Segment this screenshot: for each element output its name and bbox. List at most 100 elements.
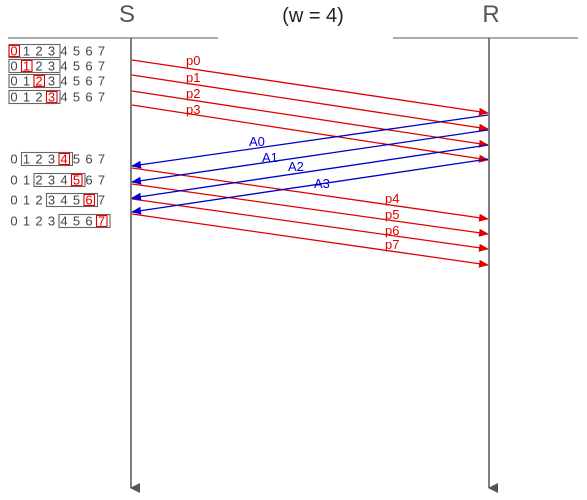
sequence-digit: 6 bbox=[85, 173, 92, 188]
sequence-digit: 2 bbox=[35, 59, 42, 74]
sequence-digit: 1 bbox=[23, 44, 30, 59]
sequence-digit: 2 bbox=[35, 193, 42, 208]
sequence-digit: 7 bbox=[98, 214, 105, 229]
sequence-digit: 6 bbox=[85, 90, 92, 105]
sequence-digit: 1 bbox=[23, 193, 30, 208]
sequence-digit: 3 bbox=[48, 214, 55, 229]
sequence-digit: 1 bbox=[23, 90, 30, 105]
sequence-digit: 5 bbox=[73, 214, 80, 229]
sequence-digit: 4 bbox=[60, 59, 67, 74]
sequence-digit: 7 bbox=[98, 74, 105, 89]
sequence-digit: 6 bbox=[85, 59, 92, 74]
sequence-digit: 3 bbox=[48, 173, 55, 188]
sequence-digit: 6 bbox=[85, 44, 92, 59]
sequence-digit: 6 bbox=[85, 152, 92, 167]
data-packet-label: p2 bbox=[186, 86, 200, 101]
sequence-digit: 1 bbox=[23, 152, 30, 167]
window-box bbox=[8, 89, 61, 105]
window-box bbox=[33, 172, 86, 188]
sequence-digit: 4 bbox=[60, 152, 67, 167]
window-size-label: (w = 4) bbox=[282, 5, 344, 27]
ack-label: A2 bbox=[288, 159, 304, 174]
sequence-digit: 5 bbox=[73, 173, 80, 188]
ack-arrow bbox=[131, 114, 489, 169]
data-packet-label: p0 bbox=[186, 53, 200, 68]
data-packet-arrow bbox=[131, 183, 489, 237]
ack-label: A0 bbox=[249, 134, 265, 149]
sequence-digit: 3 bbox=[48, 193, 55, 208]
data-packet-arrow bbox=[131, 74, 489, 132]
sequence-digit: 0 bbox=[10, 152, 17, 167]
sequence-digit: 0 bbox=[10, 193, 17, 208]
sequence-digit: 3 bbox=[48, 90, 55, 105]
sequence-digit: 4 bbox=[60, 173, 67, 188]
sequence-digit: 1 bbox=[23, 214, 30, 229]
sequence-digit: 1 bbox=[23, 74, 30, 89]
data-packet-arrow bbox=[131, 167, 489, 222]
sequence-digit: 5 bbox=[73, 74, 80, 89]
sequence-digit: 2 bbox=[35, 173, 42, 188]
sequence-digit: 2 bbox=[35, 152, 42, 167]
sequence-digit: 2 bbox=[35, 214, 42, 229]
sequence-digit: 0 bbox=[10, 59, 17, 74]
receiver-title: R bbox=[482, 1, 499, 28]
data-packet-label: p5 bbox=[385, 207, 399, 222]
sequence-digit: 5 bbox=[73, 152, 80, 167]
data-packet-arrow bbox=[131, 59, 489, 116]
sequence-digit: 2 bbox=[35, 74, 42, 89]
ack-arrow bbox=[131, 158, 489, 215]
current-seq-highlight bbox=[58, 152, 71, 166]
sequence-digit: 7 bbox=[98, 44, 105, 59]
current-seq-highlight bbox=[83, 193, 96, 207]
window-box bbox=[8, 58, 61, 74]
sequence-digit: 7 bbox=[98, 90, 105, 105]
sequence-digit: 0 bbox=[10, 44, 17, 59]
sequence-digit: 6 bbox=[85, 214, 92, 229]
window-box bbox=[45, 192, 99, 208]
sequence-digit: 6 bbox=[85, 74, 92, 89]
current-seq-highlight bbox=[95, 214, 108, 228]
data-packet-label: p3 bbox=[186, 102, 200, 117]
sequence-digit: 0 bbox=[10, 90, 17, 105]
sequence-digit: 0 bbox=[10, 214, 17, 229]
message-arrows bbox=[131, 59, 489, 268]
data-packet-arrow bbox=[131, 213, 489, 268]
sequence-digit: 7 bbox=[98, 59, 105, 74]
sequence-digit: 7 bbox=[98, 152, 105, 167]
sequence-digit: 4 bbox=[60, 90, 67, 105]
sequence-digit: 3 bbox=[48, 74, 55, 89]
sequence-digit: 7 bbox=[98, 173, 105, 188]
window-box bbox=[20, 151, 74, 167]
sequence-digit: 3 bbox=[48, 152, 55, 167]
sequence-digit: 1 bbox=[23, 173, 30, 188]
current-seq-highlight bbox=[45, 90, 58, 104]
sequence-digit: 5 bbox=[73, 59, 80, 74]
data-packet-label: p1 bbox=[186, 70, 200, 85]
ack-arrow bbox=[131, 144, 489, 201]
sequence-digit: 4 bbox=[60, 44, 67, 59]
ack-arrow bbox=[131, 129, 489, 185]
data-packet-label: p6 bbox=[385, 223, 399, 238]
data-packet-arrow bbox=[131, 198, 489, 252]
sequence-digit: 5 bbox=[73, 90, 80, 105]
window-box bbox=[8, 73, 61, 89]
sequence-digit: 4 bbox=[60, 193, 67, 208]
sequence-digit: 7 bbox=[98, 193, 105, 208]
ack-label: A3 bbox=[314, 176, 330, 191]
sequence-digit: 1 bbox=[23, 59, 30, 74]
sequence-digit: 5 bbox=[73, 44, 80, 59]
window-box bbox=[58, 213, 111, 229]
current-seq-highlight bbox=[70, 173, 83, 187]
